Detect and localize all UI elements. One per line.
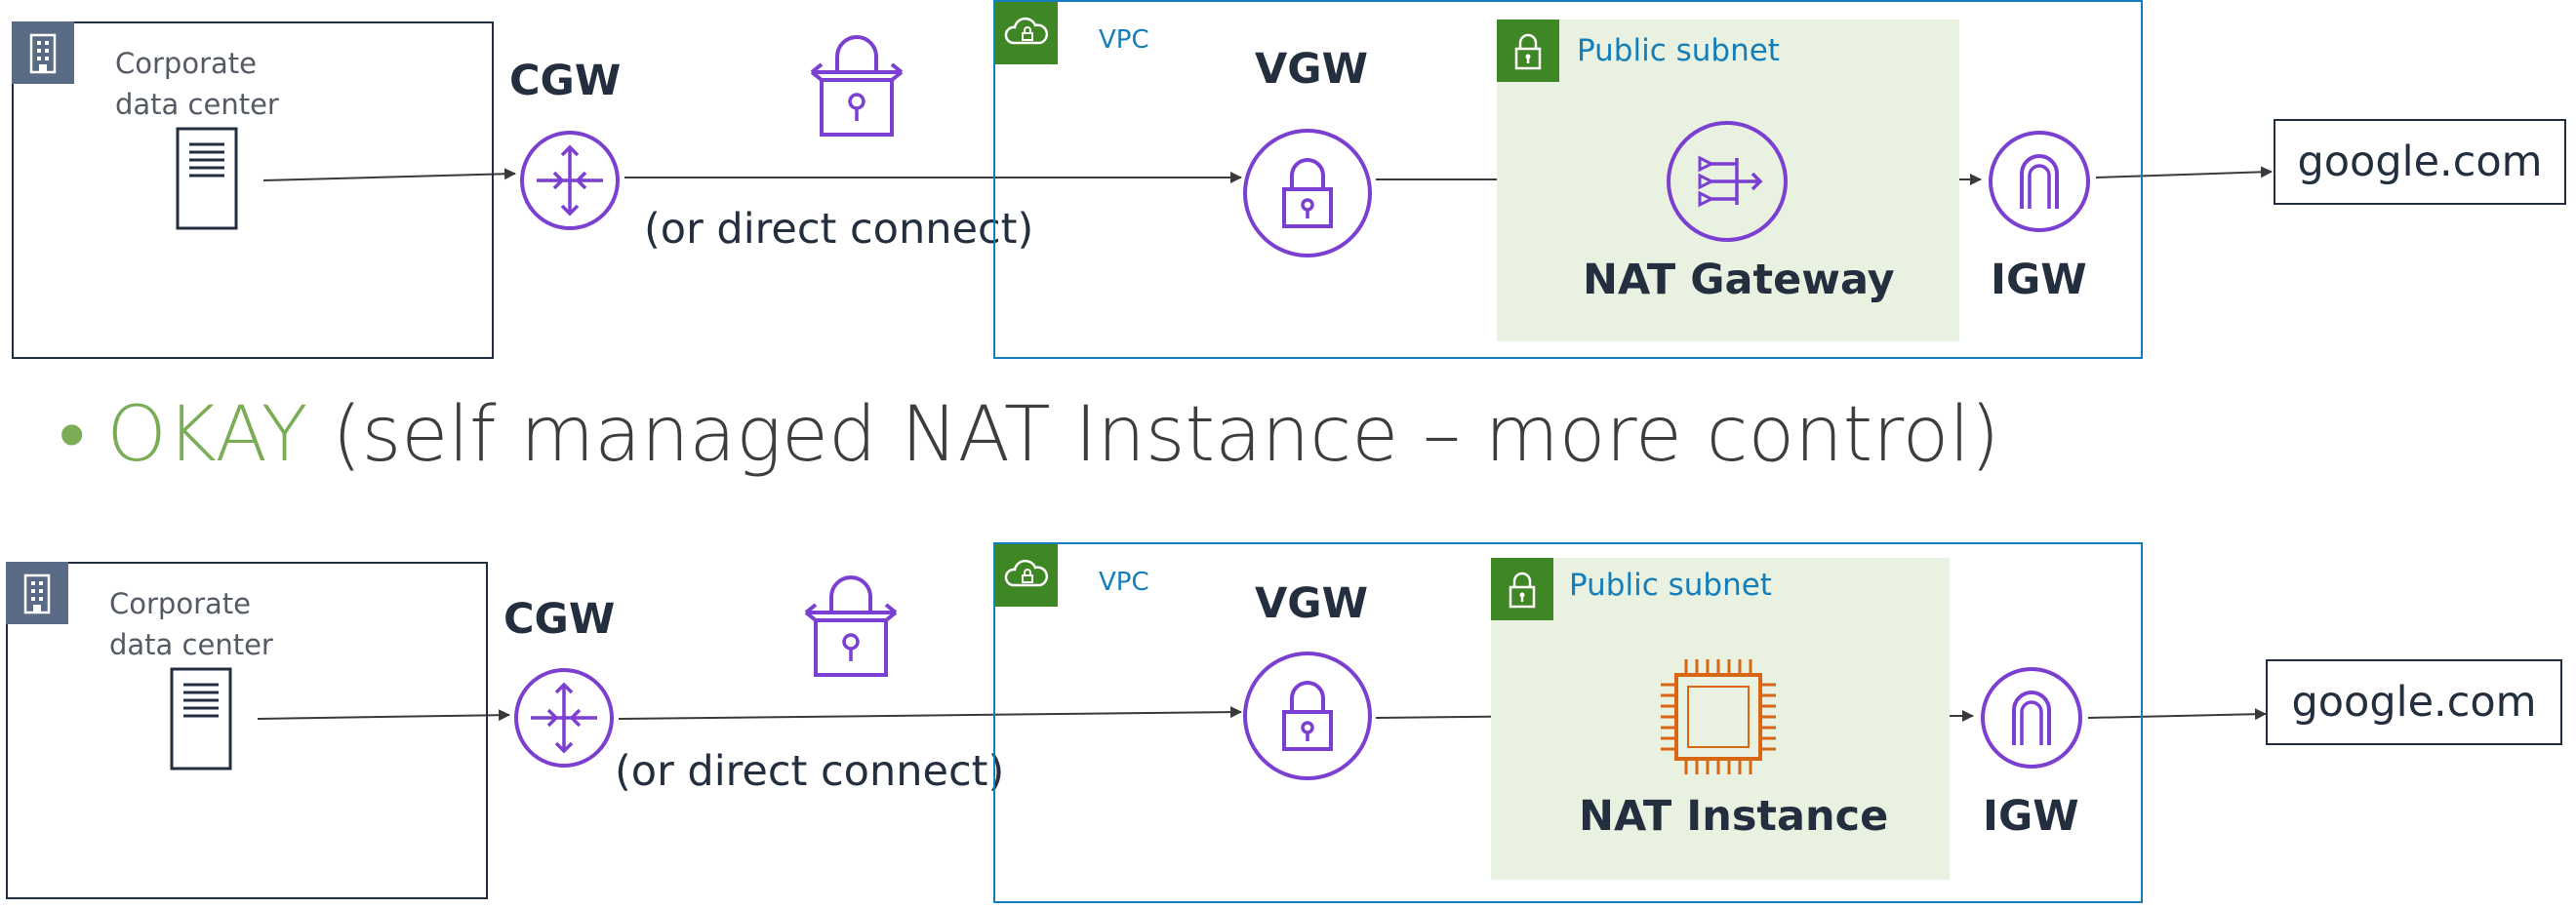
vpc-cloud-icon bbox=[995, 2, 1058, 64]
diagram-nat-instance: Corporate data center CGW (or direct con… bbox=[0, 538, 2576, 909]
vpn-connection-icon bbox=[802, 570, 900, 679]
subnet-lock-icon bbox=[1497, 20, 1559, 82]
nat-label: NAT Gateway bbox=[1583, 256, 1895, 304]
datacenter-box bbox=[12, 21, 494, 359]
customer-gateway-icon bbox=[519, 130, 621, 231]
datacenter-label: Corporate data center bbox=[109, 587, 273, 661]
server-icon bbox=[170, 667, 232, 771]
cgw-label: CGW bbox=[509, 57, 622, 105]
vpn-connection-icon bbox=[808, 29, 906, 138]
vpc-label: VPC bbox=[1099, 25, 1149, 55]
customer-gateway-icon bbox=[513, 667, 615, 769]
diagram-nat-gateway: Corporate data center CGW (or direct con… bbox=[0, 0, 2576, 371]
nat-gateway-icon bbox=[1665, 119, 1790, 244]
igw-label: IGW bbox=[1983, 792, 2079, 841]
vgw-icon bbox=[1241, 650, 1374, 782]
vpc-label: VPC bbox=[1099, 568, 1149, 597]
okay-description: (self managed NAT Instance – more contro… bbox=[307, 391, 2000, 479]
cgw-label: CGW bbox=[503, 595, 616, 644]
vpc-cloud-icon bbox=[995, 544, 1058, 607]
subnet-label: Public subnet bbox=[1569, 568, 1772, 603]
datacenter-label: Corporate data center bbox=[115, 47, 279, 121]
vpn-note: (or direct connect) bbox=[644, 205, 1034, 254]
vpc-box bbox=[993, 542, 2143, 903]
public-subnet bbox=[1491, 558, 1950, 880]
vgw-label: VGW bbox=[1255, 45, 1369, 94]
vpc-box bbox=[993, 0, 2143, 359]
building-icon bbox=[6, 562, 68, 624]
igw-icon bbox=[1979, 665, 2084, 771]
igw-label: IGW bbox=[1991, 256, 2087, 304]
datacenter-box bbox=[6, 562, 488, 899]
okay-highlight: OKAY bbox=[106, 391, 308, 479]
bullet-dot: • bbox=[59, 391, 86, 479]
vgw-label: VGW bbox=[1255, 579, 1369, 628]
bullet-okay-line: •OKAY (self managed NAT Instance – more … bbox=[59, 390, 1999, 479]
igw-icon bbox=[1987, 129, 2092, 234]
nat-label: NAT Instance bbox=[1579, 792, 1889, 841]
destination-box: google.com bbox=[2266, 659, 2562, 745]
ec2-instance-icon bbox=[1655, 653, 1782, 780]
building-icon bbox=[12, 21, 74, 84]
subnet-lock-icon bbox=[1491, 558, 1553, 620]
vpn-note: (or direct connect) bbox=[615, 747, 1005, 796]
server-icon bbox=[176, 127, 238, 230]
destination-box: google.com bbox=[2274, 119, 2566, 205]
vgw-icon bbox=[1241, 127, 1374, 259]
subnet-label: Public subnet bbox=[1577, 33, 1780, 68]
